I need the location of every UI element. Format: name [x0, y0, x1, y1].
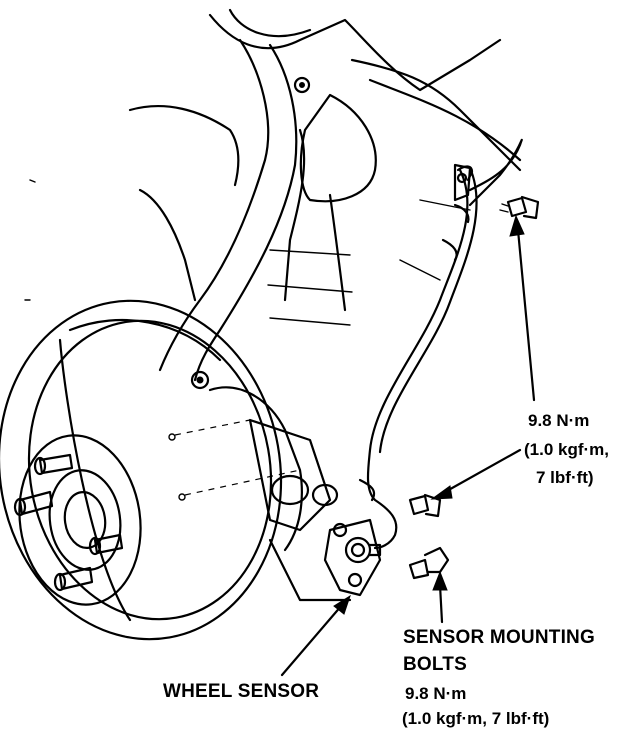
upper-torque-lbf: 7 lbf·ft): [536, 468, 594, 487]
upper-torque-nm: 9.8 N·m: [528, 411, 590, 430]
sensor-cable: [358, 138, 523, 550]
mounting-torque-full: (1.0 kgf·m, 7 lbf·ft): [402, 709, 550, 728]
wheel-sensor-leader: [280, 594, 351, 677]
mounting-bolts-leader: [432, 570, 448, 624]
strut-assembly: [208, 8, 522, 326]
clamp-torque-leader: [430, 448, 522, 500]
mounting-bolts-title-line2: BOLTS: [403, 654, 467, 675]
wheel-sensor-label: WHEEL SENSOR: [163, 681, 320, 702]
wheel-hub: [18, 434, 142, 606]
brake-rotor: [0, 299, 283, 641]
upper-bracket-bolt: [499, 195, 540, 220]
control-arm: [158, 38, 311, 390]
cable-bracket: [453, 163, 472, 202]
mounting-bolts-title-line1: SENSOR MOUNTING: [403, 627, 595, 648]
alignment-lines: [168, 419, 301, 501]
sensor-mounting-bolt: [408, 546, 450, 580]
steering-knuckle: [208, 386, 352, 602]
upper-torque-leader: [509, 214, 536, 402]
wheel-studs: [13, 453, 124, 592]
cable-clamp-bolt: [408, 493, 442, 518]
upper-torque-kgf: (1.0 kgf·m,: [524, 440, 610, 459]
mounting-torque-nm: 9.8 N·m: [405, 684, 467, 703]
wheel-sensor-bracket: [323, 518, 382, 597]
body-outline: [24, 104, 240, 302]
